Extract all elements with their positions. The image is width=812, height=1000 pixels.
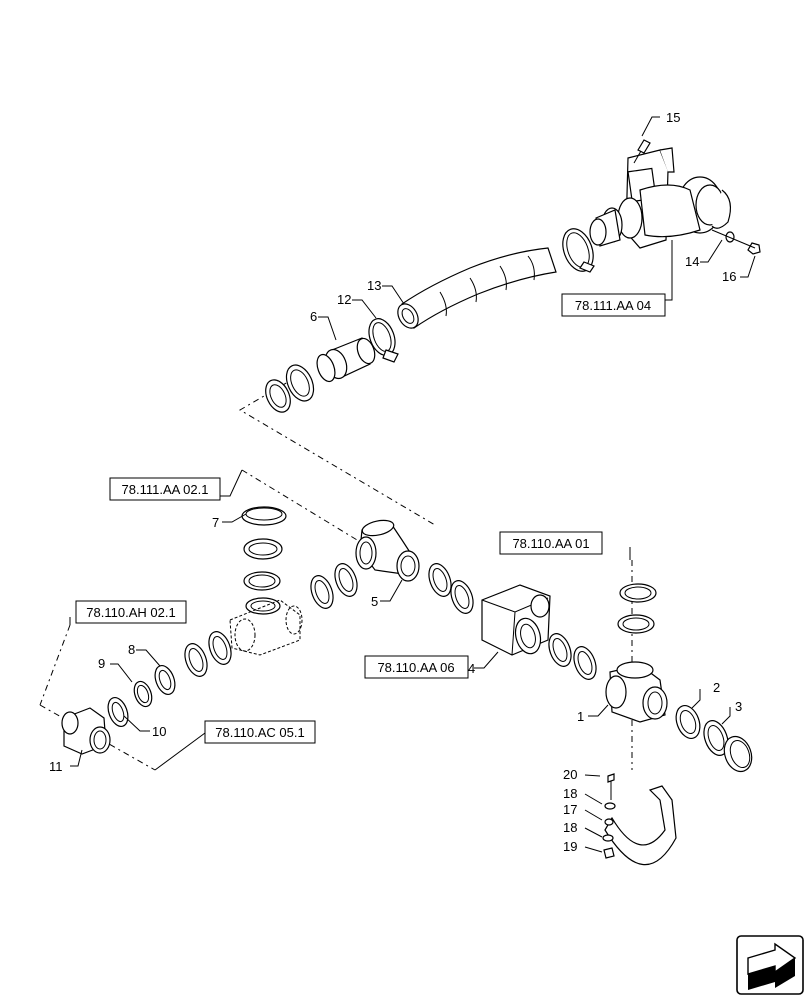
next-page-arrow-icon[interactable] xyxy=(736,935,804,995)
callout-18: 18 xyxy=(563,786,577,801)
reference-78-111-aa-02-1[interactable]: 78.111.AA 02.1 xyxy=(109,477,221,501)
seal-clamp-cap xyxy=(675,704,753,773)
callout-20: 20 xyxy=(563,767,577,782)
callout-3: 3 xyxy=(735,699,742,714)
bolt-15 xyxy=(633,139,651,164)
washer-nut xyxy=(711,229,761,255)
hose-clamp-upper xyxy=(562,228,595,273)
callout-15: 15 xyxy=(666,110,680,125)
coupling-rings-mid xyxy=(310,563,474,614)
callout-18-lower: 18 xyxy=(563,820,577,835)
valve-4 xyxy=(481,584,551,656)
callout-6: 6 xyxy=(310,309,317,324)
callout-1: 1 xyxy=(577,709,584,724)
reference-label: 78.110.AC 05.1 xyxy=(215,725,304,740)
callout-7: 7 xyxy=(212,515,219,530)
reference-label: 78.110.AH 02.1 xyxy=(86,605,175,620)
adapter-6 xyxy=(316,337,376,383)
callout-12: 12 xyxy=(337,292,351,307)
callout-19: 19 xyxy=(563,839,577,854)
mount-bracket xyxy=(604,785,677,866)
callout-5: 5 xyxy=(371,594,378,609)
callout-4: 4 xyxy=(468,661,475,676)
coupling-rings-right xyxy=(548,633,597,680)
reference-78-110-ac-05-1[interactable]: 78.110.AC 05.1 xyxy=(204,720,316,744)
reference-label: 78.111.AA 02.1 xyxy=(122,482,209,497)
callout-11: 11 xyxy=(49,759,63,774)
cap-7-rings xyxy=(241,506,287,615)
callout-13: 13 xyxy=(367,278,381,293)
coupling-rings-vertical xyxy=(617,583,657,634)
coupling-rings-upper xyxy=(265,364,315,413)
callout-2: 2 xyxy=(713,680,720,695)
reference-label: 78.110.AA 06 xyxy=(377,660,454,675)
callout-10: 10 xyxy=(152,724,166,739)
callout-8: 8 xyxy=(128,642,135,657)
bolt-hardware xyxy=(602,773,616,859)
reference-78-110-aa-01[interactable]: 78.110.AA 01 xyxy=(499,531,603,555)
reference-78-110-ah-02-1[interactable]: 78.110.AH 02.1 xyxy=(75,600,187,624)
hose-13 xyxy=(397,247,557,329)
tee-fitting-11 xyxy=(61,707,111,755)
callout-16: 16 xyxy=(722,269,736,284)
tee-fitting-ghost xyxy=(229,599,303,656)
reference-78-110-aa-06[interactable]: 78.110.AA 06 xyxy=(364,655,469,679)
callout-numbers: 15 14 16 13 12 6 7 5 4 9 8 10 11 1 2 3 2… xyxy=(49,110,742,854)
callout-9: 9 xyxy=(98,656,105,671)
reference-78-111-aa-04[interactable]: 78.111.AA 04 xyxy=(561,293,666,317)
hose-clamp-12 xyxy=(368,318,399,363)
leader-lines xyxy=(69,116,756,853)
reference-label: 78.110.AA 01 xyxy=(512,536,589,551)
tee-fitting-5 xyxy=(355,519,420,582)
reference-label: 78.111.AA 04 xyxy=(575,298,651,313)
callout-17: 17 xyxy=(563,802,577,817)
callout-14: 14 xyxy=(685,254,699,269)
elbow-bracket-assembly xyxy=(589,147,732,249)
coupling-rings-left xyxy=(107,631,232,728)
elbow-fitting-1 xyxy=(605,661,668,723)
